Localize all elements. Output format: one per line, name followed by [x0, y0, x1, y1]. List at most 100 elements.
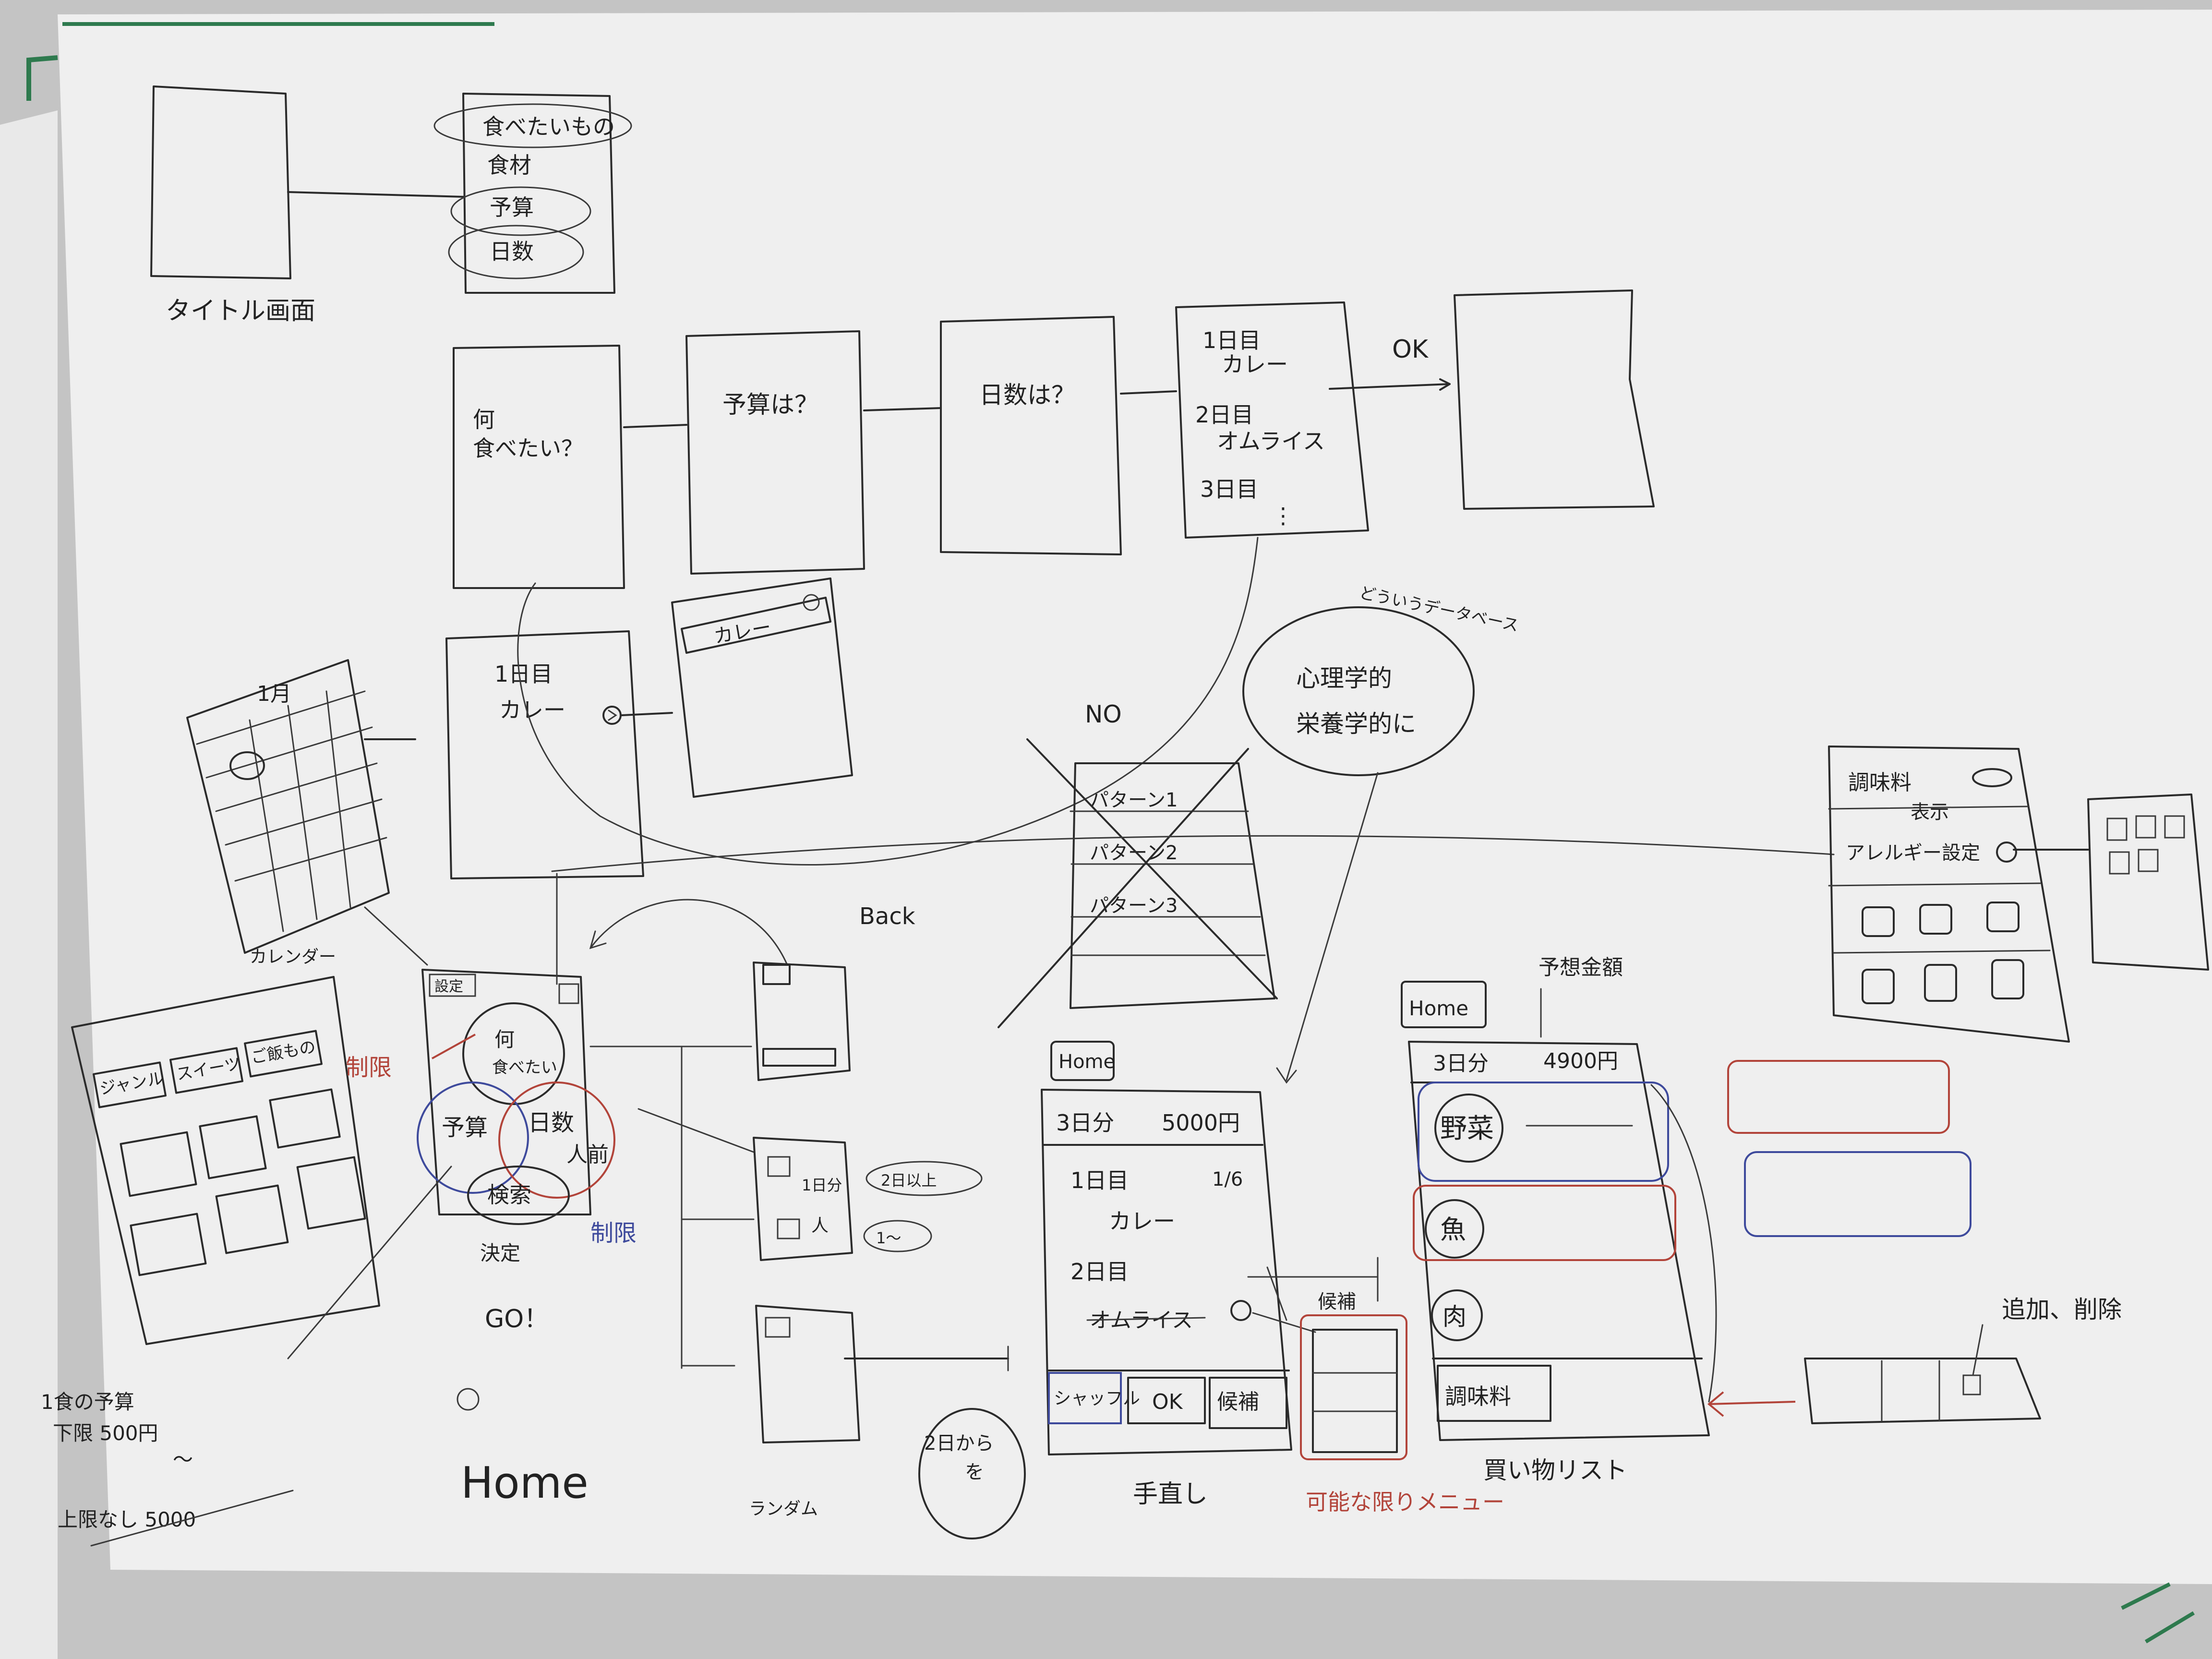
shopping-item-vegetables[interactable] [1418, 1082, 1669, 1182]
svg-text:表示: 表示 [1911, 801, 1949, 823]
circle-budget[interactable] [417, 1082, 529, 1194]
screen-budget: 予算は？ [685, 330, 865, 575]
screen-days: 日数は？ [940, 316, 1122, 555]
svg-text:設定: 設定 [434, 978, 463, 995]
svg-text:2日から: 2日から [924, 1432, 994, 1455]
home-caption: Home [461, 1458, 589, 1508]
edit-note: 追加、削除 [2002, 1296, 2122, 1323]
title-menu-item[interactable]: 日数 [490, 239, 534, 264]
search-icon[interactable] [803, 594, 820, 611]
no-arrow-label: NO [1085, 700, 1122, 728]
blue-option-box [1744, 1151, 1972, 1237]
title-menu-item[interactable]: 予算 [490, 194, 534, 220]
limit-blue-label: 制限 [590, 1220, 637, 1247]
title-screen-label: タイトル画面 [166, 297, 315, 325]
svg-text:5000円: 5000円 [1162, 1110, 1240, 1136]
shopping-item-fish[interactable] [1413, 1185, 1676, 1261]
svg-text:アレルギー設定: アレルギー設定 [1846, 842, 1980, 864]
svg-text:1〜: 1〜 [876, 1229, 901, 1247]
pattern-item: パターン3 [1090, 895, 1178, 917]
screen-grid-preview [2087, 793, 2209, 971]
screen-final [1454, 289, 1655, 510]
screen-search: カレー [671, 577, 853, 798]
svg-text:心理学的: 心理学的 [1296, 664, 1392, 692]
shopping-home-tag[interactable] [1401, 981, 1487, 1028]
pattern-item: パターン2 [1090, 842, 1178, 864]
svg-text:下限 500円: 下限 500円 [53, 1421, 158, 1445]
screen-confirm: Home 3日分 5000円 1日目 1/6 カレー 2日目 オムライス シャッ… [1041, 1041, 1292, 1509]
svg-text:3日目: 3日目 [1200, 476, 1258, 502]
database-bubble: 心理学的 栄養学的に [1242, 606, 1475, 776]
candidate-button[interactable] [1209, 1377, 1287, 1429]
svg-text:予算は？: 予算は？ [722, 391, 818, 419]
back-icon[interactable] [762, 964, 791, 985]
svg-text:何: 何 [473, 407, 495, 433]
decide-label: 決定 [480, 1241, 520, 1265]
ok-arrow-label: OK [1392, 335, 1429, 364]
svg-text:を: を [965, 1461, 984, 1483]
svg-text:何: 何 [494, 1028, 515, 1051]
pattern-item: パターン1 [1090, 789, 1178, 811]
seasoning-toggle[interactable] [1972, 768, 2012, 787]
ok-button[interactable] [1127, 1377, 1206, 1424]
svg-text:1食の予算: 1食の予算 [41, 1390, 134, 1414]
shopping-item-seasoning[interactable] [1437, 1365, 1551, 1422]
screen-day-detail: 1日目 カレー [445, 630, 644, 879]
trash-icon[interactable] [1962, 1374, 1981, 1395]
edit-row-widget [1804, 1324, 2041, 1424]
go-label: GO！ [485, 1305, 549, 1334]
title-menu-item[interactable]: 食べたいもの [482, 114, 615, 140]
svg-text:カレー: カレー [1109, 1208, 1175, 1234]
svg-text:肉: 肉 [1443, 1303, 1467, 1331]
svg-text:〜: 〜 [173, 1448, 193, 1471]
allergy-arrow-icon[interactable] [1996, 842, 2017, 863]
estimate-label: 予想金額 [1539, 955, 1623, 980]
screen-shopping-list: Home 予想金額 3日分 4900円 野菜 魚 肉 調味料 買い物リスト [1401, 955, 1717, 1484]
svg-text:日数: 日数 [528, 1109, 574, 1136]
svg-text:2日目: 2日目 [1195, 402, 1253, 428]
svg-text:3日分: 3日分 [1056, 1110, 1114, 1136]
svg-text:栄養学的に: 栄養学的に [1296, 710, 1416, 738]
svg-text:2日以上: 2日以上 [881, 1171, 937, 1190]
circle-search[interactable] [467, 1166, 570, 1225]
svg-text:カレー: カレー [499, 697, 565, 723]
svg-text:候補: 候補 [1217, 1390, 1259, 1414]
title-menu: 食べたいもの 食材 予算 日数 [433, 93, 632, 294]
svg-text:調味料: 調味料 [1445, 1383, 1511, 1409]
svg-text:魚: 魚 [1440, 1214, 1466, 1245]
svg-text:検索: 検索 [487, 1182, 531, 1208]
circle-what-to-eat[interactable] [462, 1002, 565, 1105]
svg-text:1日目: 1日目 [494, 661, 553, 687]
svg-text:1月: 1月 [257, 682, 291, 706]
back-label[interactable]: Back [859, 903, 915, 930]
svg-text:Home: Home [1058, 1051, 1115, 1073]
screen-home: 設定 何 食べたい 予算 日数 人前 検索 制限 制限 決定 GO！ Home [346, 969, 637, 1508]
confirm-home-tag[interactable] [1050, 1041, 1115, 1081]
svg-text:1日目: 1日目 [1202, 327, 1261, 353]
svg-text:4900円: 4900円 [1543, 1049, 1618, 1073]
svg-text:上限なし 5000: 上限なし 5000 [58, 1508, 196, 1531]
screen-what-to-eat: 何 食べたい？ [453, 345, 625, 589]
dish-select-icon[interactable] [1230, 1300, 1251, 1321]
title-screen: タイトル画面 [150, 85, 315, 325]
random-caption: ランダム [749, 1499, 818, 1519]
confirm-caption: 手直し [1133, 1480, 1208, 1509]
shuffle-button[interactable] [1048, 1372, 1122, 1424]
screen-back: Back [753, 903, 915, 1081]
calendar-widget: 1月 カレンダー [186, 659, 390, 967]
svg-text:1日分: 1日分 [802, 1176, 842, 1194]
circle-days[interactable] [498, 1082, 615, 1199]
title-menu-item[interactable]: 食材 [487, 152, 531, 178]
candidate-list: 候補 可能な限りメニュー [1300, 1291, 1504, 1515]
home-corner-icon[interactable] [558, 983, 579, 1004]
candidate-tag: 候補 [1318, 1291, 1356, 1313]
home-settings-tag[interactable] [429, 974, 476, 997]
svg-text:カレー: カレー [1222, 351, 1288, 377]
screen-settings-small: 1日分 2日以上 人 1〜 [753, 1137, 983, 1261]
shopping-item-meat[interactable] [1431, 1289, 1483, 1341]
candidate-caption: 可能な限りメニュー [1306, 1489, 1504, 1515]
svg-text:⋮: ⋮ [1272, 503, 1294, 529]
calendar-caption: カレンダー [250, 947, 336, 967]
svg-text:1日目: 1日目 [1070, 1167, 1129, 1193]
